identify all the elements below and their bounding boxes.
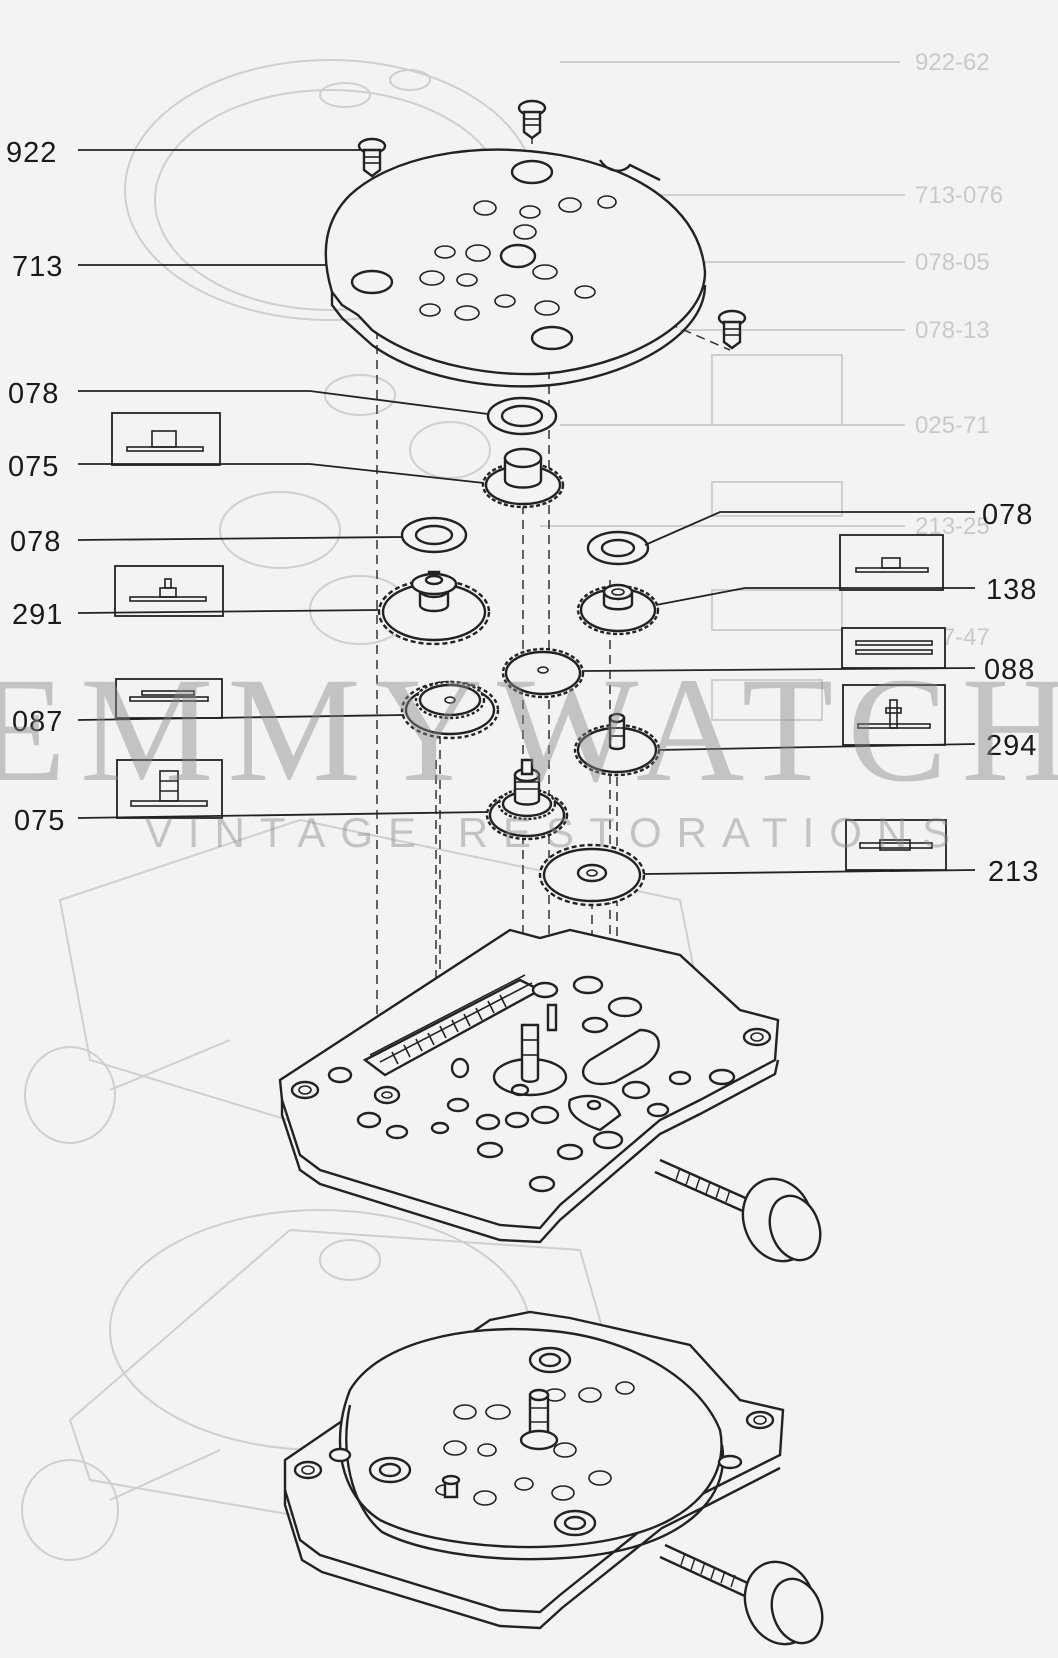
leader-lines xyxy=(77,149,976,875)
washer-078-middle xyxy=(400,516,468,554)
watermark-title: EMMYWATCH xyxy=(0,647,1058,813)
label-087: 087 xyxy=(12,706,63,738)
label-075-upper: 075 xyxy=(8,451,59,483)
ghost-label: 025-71 xyxy=(915,412,990,439)
gear-291 xyxy=(377,570,491,646)
profile-inset-294 xyxy=(842,684,946,746)
gear-088 xyxy=(501,647,585,699)
gear-087 xyxy=(400,680,500,740)
label-078-upper: 078 xyxy=(8,378,59,410)
main-plate xyxy=(278,928,780,1244)
label-291: 291 xyxy=(12,599,63,631)
screws-922 xyxy=(357,99,747,350)
watermark: EMMYWATCH VINTAGE RESTORATIONS xyxy=(0,647,1058,856)
gear-075-lower xyxy=(485,758,569,841)
label-713: 713 xyxy=(12,251,63,283)
profile-inset-138 xyxy=(839,534,944,591)
screw-icon xyxy=(717,309,747,350)
label-922: 922 xyxy=(6,137,57,169)
gear-075-upper xyxy=(481,447,565,509)
gear-138 xyxy=(576,583,660,636)
label-075-lower: 075 xyxy=(14,805,65,837)
washer-078-right xyxy=(586,530,650,566)
label-138: 138 xyxy=(986,574,1037,606)
screw-icon xyxy=(517,99,547,140)
assembled-movement xyxy=(283,1310,785,1630)
screw-icon xyxy=(357,137,387,178)
profile-inset-213 xyxy=(845,819,947,871)
part-labels-left: 922 713 078 075 078 291 087 075 xyxy=(6,137,65,837)
crown-stem-upper xyxy=(654,1158,822,1263)
ghost-label: 078-05 xyxy=(915,249,990,276)
ghost-label: 922-62 xyxy=(915,49,990,76)
watermark-subtitle: VINTAGE RESTORATIONS xyxy=(145,809,965,856)
profile-insets xyxy=(111,412,947,871)
bridge-plate-713 xyxy=(324,148,707,388)
profile-inset-291 xyxy=(114,565,224,617)
label-294: 294 xyxy=(986,730,1037,762)
label-078-right: 078 xyxy=(982,499,1033,531)
label-213: 213 xyxy=(988,856,1039,888)
ghost-label: 078-13 xyxy=(915,317,990,344)
ghost-background-drawing xyxy=(21,59,905,1561)
profile-inset-087 xyxy=(115,678,223,719)
profile-inset-088 xyxy=(841,627,946,669)
profile-inset-075-upper xyxy=(111,412,221,466)
washer-078-upper xyxy=(486,396,558,436)
part-labels-right: 078 138 088 294 213 xyxy=(982,499,1039,888)
crown-stem-lower xyxy=(659,1543,824,1646)
ghost-label: 713-076 xyxy=(915,182,1003,209)
label-088: 088 xyxy=(984,654,1035,686)
profile-inset-075-lower xyxy=(116,759,223,819)
label-078-middle: 078 xyxy=(10,526,61,558)
gear-213 xyxy=(538,843,646,907)
